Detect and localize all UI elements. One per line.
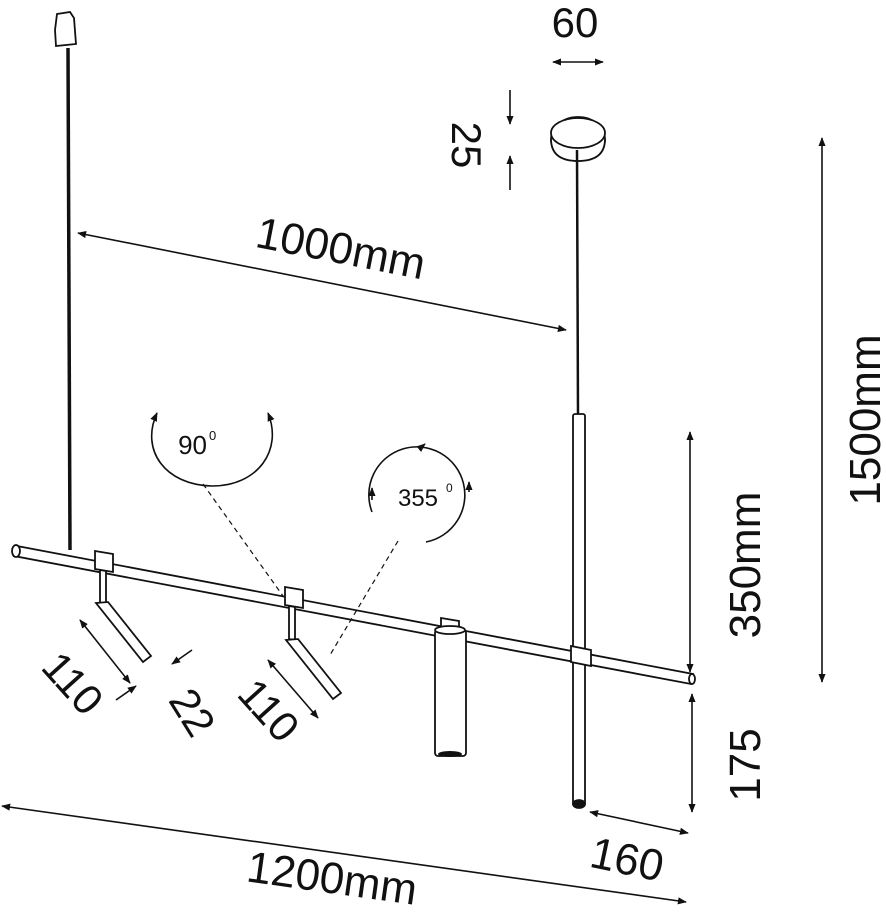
rotation-tilt: 90 0 [150, 412, 284, 597]
label-spot-left-length: 110 [33, 643, 113, 724]
mount-left [94, 549, 114, 574]
left-cable [66, 47, 72, 551]
right-cable [575, 149, 580, 416]
mount-rod-joint [570, 644, 592, 668]
left-suspension [54, 11, 77, 551]
left-cable-clip [54, 11, 77, 47]
rotation-spin: 355 0 [329, 443, 473, 656]
dim-bottom-depth: 160 [586, 810, 689, 891]
label-rotation-tilt-unit: 0 [209, 428, 216, 443]
spotlight-middle [284, 604, 343, 701]
label-total-length: 1200mm [244, 842, 420, 914]
label-rod-spacing: 1000mm [252, 208, 429, 289]
spotlight-left [94, 568, 153, 664]
label-bottom-depth: 160 [586, 828, 668, 891]
cylinder-lamp [434, 625, 467, 757]
label-bottom-drop: 175 [721, 728, 770, 801]
dim-total-height: 1500mm [818, 137, 886, 683]
dim-canopy-height: 25 [443, 90, 514, 190]
label-top-width: 60 [552, 0, 599, 46]
dim-rod-spacing: 1000mm [77, 208, 567, 332]
label-spot-left-diameter: 22 [160, 680, 225, 745]
dim-top-width: 60 [552, 0, 604, 66]
label-total-height: 1500mm [841, 334, 886, 505]
vertical-rod [572, 413, 586, 807]
label-vertical-rod: 350mm [721, 492, 770, 639]
mount-mid [284, 585, 304, 610]
label-rotation-tilt: 90 [178, 430, 207, 460]
label-rotation-spin: 355 [398, 485, 438, 512]
label-rotation-spin-unit: 0 [446, 481, 453, 495]
dim-total-length: 1200mm [1, 803, 687, 915]
dim-bottom-drop: 175 [688, 693, 770, 813]
label-spot-mid-length: 110 [229, 670, 309, 751]
dim-spot-middle: 110 [229, 659, 319, 751]
label-canopy-height: 25 [443, 122, 490, 169]
dim-vertical-rod: 350mm [686, 431, 770, 673]
right-suspension [550, 116, 606, 809]
